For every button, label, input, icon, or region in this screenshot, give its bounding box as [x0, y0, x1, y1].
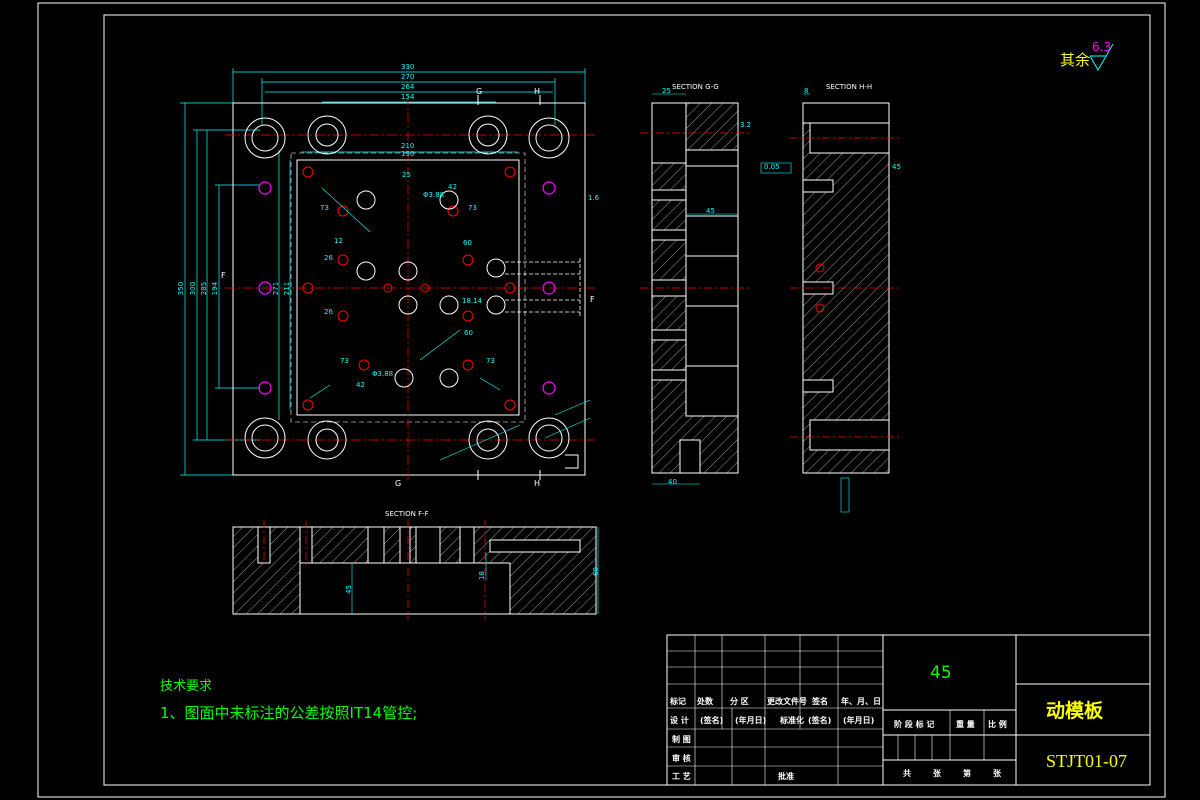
title-block-grid	[666, 634, 1151, 786]
dim-hole-12: 12	[334, 237, 343, 245]
dim-hole-phi388-b: Φ3.88	[372, 370, 394, 378]
tb-approve-label: 批准	[778, 772, 794, 781]
section-mark-g-bottom: G	[395, 479, 402, 488]
dim-ff-18: 18	[477, 571, 486, 580]
tb-process-label: 工 艺	[672, 772, 691, 781]
tb-design-label: 设 计	[670, 716, 689, 725]
tb-standard-label: 标准化	[780, 716, 804, 725]
dim-hh-45: 45	[892, 163, 901, 171]
dim-top-154: 154	[401, 93, 415, 101]
dim-hole-1814: 18.14	[462, 297, 483, 305]
drawing-frame	[103, 14, 1151, 786]
drawing-number: STJT01-07	[1046, 751, 1127, 771]
dim-inner-210: 210	[401, 142, 415, 150]
dim-hole-73-b: 73	[468, 204, 477, 212]
dim-hole-25: 25	[402, 171, 411, 179]
dim-ff-45: 45	[344, 585, 353, 594]
tb-drafter-label: 制 图	[672, 735, 691, 744]
dim-inner-190: 190	[401, 150, 415, 158]
dim-top-270: 270	[401, 73, 415, 81]
tb-sheet-total-prefix: 共	[903, 769, 911, 778]
dim-hole-42-a: 42	[356, 381, 365, 389]
section-mark-h-bottom: H	[534, 479, 541, 488]
tb-standard-sign: (签名)	[808, 716, 832, 725]
roughness-prefix: 其余	[1060, 51, 1091, 69]
sheet-border	[37, 2, 1166, 798]
tech-title: 技术要求	[160, 679, 213, 694]
tb-weight-label: 重 量	[956, 720, 975, 729]
dim-gg-40: 40	[668, 478, 677, 486]
dim-hole-phi388-a: Φ3.88	[423, 191, 445, 199]
roughness-value: 6.3	[1092, 40, 1112, 54]
dim-left-211: 211	[283, 281, 292, 296]
dim-gg-25: 25	[662, 87, 671, 95]
dim-hole-26-a: 26	[324, 254, 333, 262]
dim-gg-45: 45	[706, 207, 715, 215]
dim-hole-73-c: 73	[340, 357, 349, 365]
dim-hole-60-a: 60	[463, 239, 472, 247]
dim-ff-60: 60	[591, 567, 600, 576]
tb-header-changefile: 更改文件号	[767, 697, 807, 706]
tb-stage-label: 阶 段 标 记	[894, 720, 935, 729]
dim-top-330: 330	[401, 63, 415, 71]
tb-header-zone: 分 区	[730, 697, 749, 706]
dim-left-300: 300	[189, 281, 198, 296]
dim-top-264: 264	[401, 83, 415, 91]
dim-left-285: 285	[200, 281, 209, 296]
tb-sheet-no-suffix: 张	[993, 769, 1001, 778]
tb-review-label: 审 核	[672, 754, 691, 763]
roughness-symbol-icon	[1089, 43, 1114, 72]
dim-left-194: 194	[211, 281, 220, 296]
dim-left-350: 350	[177, 281, 186, 296]
dim-hole-60-b: 60	[464, 329, 473, 337]
dim-hole-73-a: 73	[320, 204, 329, 212]
dim-hole-42-b: 42	[448, 183, 457, 191]
dim-hh-8: 8	[804, 87, 809, 95]
plan-view	[180, 68, 595, 480]
tb-header-count: 处数	[697, 697, 713, 706]
tb-design-sign: (签名)	[700, 716, 724, 725]
tech-line-1: 1、图面中未标注的公差按照IT14管控;	[160, 704, 418, 722]
section-gg-title: SECTION G-G	[672, 83, 719, 91]
dim-hole-73-d: 73	[486, 357, 495, 365]
dim-hole-26-b: 26	[324, 308, 333, 316]
section-hh-view	[760, 93, 900, 513]
section-mark-f-right: F	[590, 295, 595, 304]
section-ff-title: SECTION F-F	[385, 510, 429, 518]
tolerance-hh: 0.05	[764, 163, 780, 171]
tb-design-date: (年月日)	[735, 716, 767, 725]
section-hh-title: SECTION H-H	[826, 83, 873, 91]
tb-sheet-no-prefix: 第	[963, 769, 971, 778]
dim-left-271: 271	[272, 281, 281, 296]
section-gg-view	[640, 93, 750, 485]
section-ff-view	[232, 520, 599, 620]
tb-header-sign: 签名	[812, 697, 828, 706]
tb-sheet-total-suffix: 张	[933, 769, 941, 778]
tb-header-date: 年、月、日	[841, 697, 881, 706]
section-mark-g-top: G	[476, 87, 483, 96]
tb-standard-date: (年月日)	[843, 716, 875, 725]
part-name: 动模板	[1046, 700, 1104, 722]
tb-header-mark: 标记	[670, 697, 686, 706]
roughness-gg: 3.2	[740, 121, 752, 129]
tb-scale-label: 比 例	[988, 720, 1007, 729]
section-mark-h-top: H	[534, 87, 541, 96]
material-value: 45	[930, 663, 952, 683]
roughness-plate: 1.6	[588, 194, 600, 202]
section-mark-f-left: F	[221, 271, 226, 280]
